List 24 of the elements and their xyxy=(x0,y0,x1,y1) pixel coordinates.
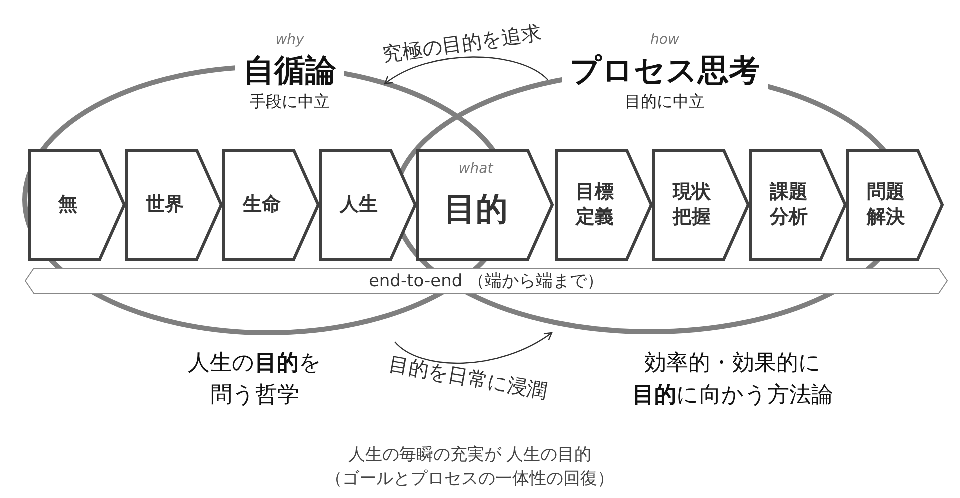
chevron-label: 課題分析 xyxy=(769,180,809,230)
subheading: 目的に中立 xyxy=(625,92,705,113)
caption-text: 人生の目的を問う哲学 xyxy=(187,350,323,410)
edge-label: 目的を日常に浸潤 xyxy=(386,350,550,406)
note-label: what xyxy=(458,161,494,177)
heading: プロセス思考 xyxy=(562,52,768,90)
chevron-label: 目標定義 xyxy=(575,180,615,230)
chevron-label: 生命 xyxy=(242,192,282,218)
chevron-label: 目的 xyxy=(444,190,508,228)
note-label: how xyxy=(650,32,680,48)
note-label: why xyxy=(276,32,304,48)
note-text: （ゴールとプロセスの一体性の回復） xyxy=(324,468,616,491)
subheading: 手段に中立 xyxy=(250,92,330,113)
caption-text: 効率的・効果的に目的に向かう方法論 xyxy=(632,350,834,410)
chevron-label: 現状把握 xyxy=(672,180,712,230)
band-label: end-to-end （端から端まで） xyxy=(368,270,604,292)
chevron-label: 問題解決 xyxy=(866,180,906,230)
curved-arrow xyxy=(384,56,548,85)
chevron-label: 世界 xyxy=(145,192,185,218)
chevron-label: 人生 xyxy=(339,192,379,218)
note-text: 人生の毎瞬の充実が 人生の目的 xyxy=(347,444,593,467)
edge-label: 究極の目的を追求 xyxy=(380,20,544,68)
curved-arrow xyxy=(394,332,553,364)
chevron-label: 無 xyxy=(57,192,78,218)
